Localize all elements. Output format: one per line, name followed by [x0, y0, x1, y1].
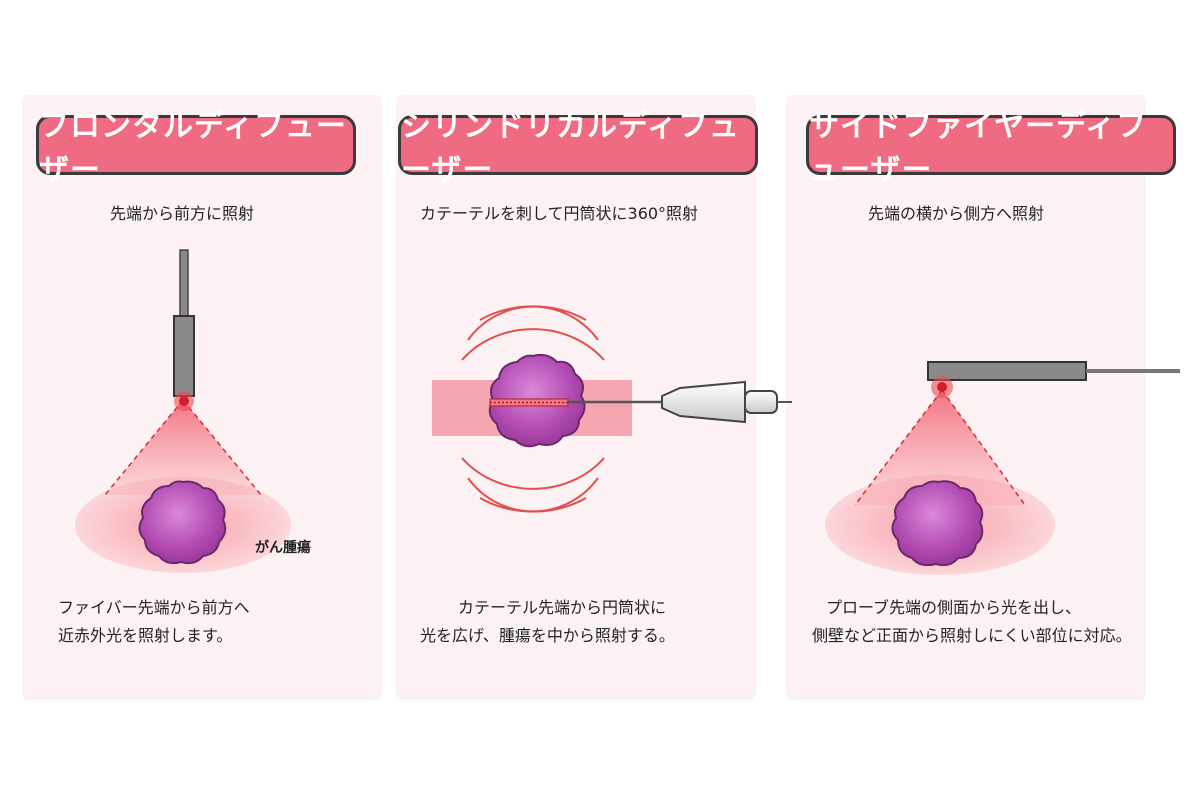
- frontal-title: フロンタルディフューザー: [36, 109, 356, 188]
- tumor: [891, 480, 984, 567]
- side-fire-panel: [786, 95, 1146, 700]
- frontal-diagram: [75, 249, 291, 573]
- frontal-panel: [22, 95, 382, 700]
- tumor: [138, 480, 227, 565]
- frontal-subtitle: 先端から前方に照射: [110, 204, 255, 223]
- fiber-body: [173, 315, 195, 397]
- cylindrical-title: シリンドリカルディフューザー: [398, 109, 758, 188]
- side-fire-description: プローブ先端の側面から光を出し、 側壁など正面から照射しにくい部位に対応。: [812, 598, 1132, 645]
- side-fire-diagram: [825, 361, 1180, 575]
- cylindrical-diagram: [432, 305, 792, 513]
- cylindrical-description: カテーテル先端から円筒状に 光を広げ、腫瘍を中から照射する。: [420, 598, 675, 645]
- diffuser-tip: [489, 398, 569, 407]
- cylindrical-subtitle: カテーテルを刺して円筒状に360°照射: [420, 204, 699, 223]
- catheter-hub: [661, 380, 746, 424]
- fiber-thin: [179, 249, 189, 319]
- probe-body: [927, 361, 1087, 381]
- light-cone: [855, 390, 1025, 505]
- light-cone: [105, 400, 261, 495]
- tumor-label: がん腫瘍: [255, 540, 311, 556]
- frontal-description: ファイバー先端から前方へ 近赤外光を照射します。: [58, 598, 250, 645]
- side-fire-title: サイドファイヤーディフューザー: [806, 109, 1176, 188]
- side-fire-subtitle: 先端の横から側方へ照射: [868, 204, 1045, 223]
